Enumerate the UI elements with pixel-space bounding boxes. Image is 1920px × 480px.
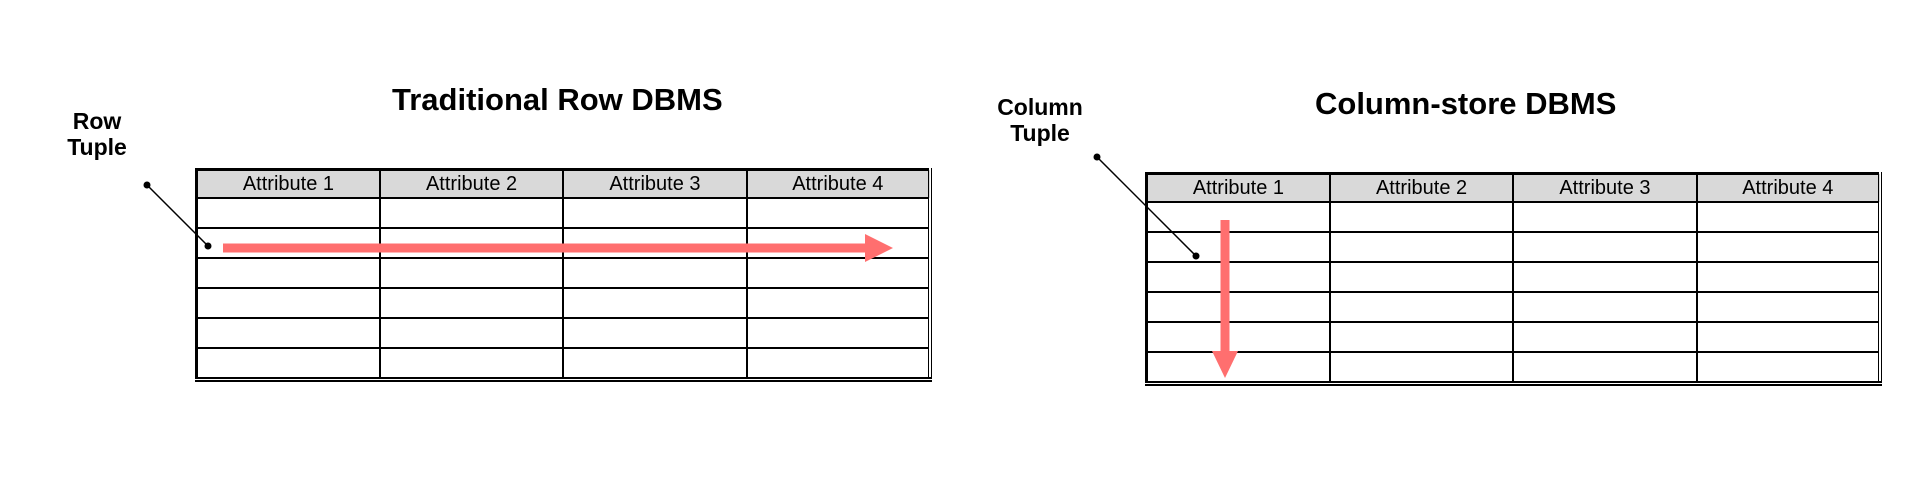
column-store-table-cell <box>1145 231 1331 263</box>
row-dbms-table-cell <box>562 257 748 289</box>
row-dbms-table-cell <box>378 287 565 319</box>
row-dbms-table-cell <box>745 287 932 319</box>
row-dbms-header-attribute-2: Attribute 2 <box>378 168 565 199</box>
row-dbms-table-cell <box>745 317 932 349</box>
column-store-table-cell <box>1328 321 1515 353</box>
column-tuple-callout-line-2: Tuple <box>1010 120 1070 146</box>
column-store-table-cell <box>1328 201 1515 233</box>
column-store-table-row <box>1145 351 1882 385</box>
row-dbms-table-cell <box>195 227 381 259</box>
row-dbms-table-row <box>195 287 932 319</box>
column-store-table-cell <box>1512 231 1698 263</box>
column-store-table-body <box>1145 201 1882 385</box>
column-store-table-cell <box>1695 261 1882 293</box>
row-dbms-table-cell <box>745 227 932 259</box>
column-store-header-row: Attribute 1 Attribute 2 Attribute 3 Attr… <box>1145 172 1882 203</box>
column-tuple-callout-line-1: Column <box>997 94 1083 120</box>
row-dbms-table-row <box>195 257 932 289</box>
row-dbms-table-cell <box>745 257 932 289</box>
row-dbms-header-attribute-1: Attribute 1 <box>195 168 381 199</box>
column-store-header-attribute-3: Attribute 3 <box>1512 172 1698 203</box>
column-tuple-callout: Column Tuple <box>990 94 1090 146</box>
row-dbms-table-cell <box>745 197 932 229</box>
row-dbms-header-attribute-3: Attribute 3 <box>562 168 748 199</box>
row-dbms-table-cell <box>378 257 565 289</box>
column-store-table-cell <box>1145 291 1331 323</box>
row-tuple-leader-dot-start <box>143 181 151 189</box>
row-dbms-title: Traditional Row DBMS <box>392 82 723 117</box>
column-store-table-row <box>1145 231 1882 263</box>
column-store-table-row <box>1145 201 1882 233</box>
row-tuple-callout: Row Tuple <box>62 108 132 160</box>
column-store-table-cell <box>1512 321 1698 353</box>
row-dbms-table-cell <box>195 287 381 319</box>
column-store-table-cell <box>1145 261 1331 293</box>
row-dbms-table-cell <box>378 317 565 349</box>
column-store-table-cell <box>1328 291 1515 323</box>
row-dbms-table-cell <box>562 287 748 319</box>
row-tuple-callout-line-1: Row <box>72 108 122 134</box>
row-dbms-table: Attribute 1 Attribute 2 Attribute 3 Attr… <box>195 168 932 382</box>
column-store-table-cell <box>1145 321 1331 353</box>
row-dbms-table-cell <box>562 227 748 259</box>
row-dbms-header-attribute-4: Attribute 4 <box>745 168 932 199</box>
column-store-table-row <box>1145 261 1882 293</box>
row-dbms-table-row <box>195 317 932 349</box>
row-dbms-table-row <box>195 197 932 229</box>
column-store-table-cell <box>1512 351 1698 385</box>
column-store-dbms-table: Attribute 1 Attribute 2 Attribute 3 Attr… <box>1145 172 1882 386</box>
row-dbms-table-cell <box>378 197 565 229</box>
column-store-table-cell <box>1512 201 1698 233</box>
row-dbms-table-cell <box>562 317 748 349</box>
column-store-table-cell <box>1328 351 1515 385</box>
column-store-table-cell <box>1695 231 1882 263</box>
row-dbms-table-body <box>195 197 932 381</box>
row-dbms-header-row: Attribute 1 Attribute 2 Attribute 3 Attr… <box>195 168 932 199</box>
column-store-table-cell <box>1512 261 1698 293</box>
column-store-table-cell <box>1328 231 1515 263</box>
column-store-table-cell <box>1695 201 1882 233</box>
column-store-table-cell <box>1145 201 1331 233</box>
column-store-header-attribute-1: Attribute 1 <box>1145 172 1331 203</box>
row-dbms-table-cell <box>195 317 381 349</box>
column-store-table-cell <box>1512 291 1698 323</box>
column-tuple-leader-dot-start <box>1093 153 1101 161</box>
row-dbms-table-cell <box>195 347 381 381</box>
column-store-table-cell <box>1695 291 1882 323</box>
row-dbms-table-row <box>195 227 932 259</box>
column-store-header-attribute-4: Attribute 4 <box>1695 172 1882 203</box>
row-dbms-table-cell <box>745 347 932 381</box>
column-store-table-row <box>1145 321 1882 353</box>
row-dbms-table-cell <box>195 197 381 229</box>
row-dbms-table-cell <box>562 197 748 229</box>
column-store-header-attribute-2: Attribute 2 <box>1328 172 1515 203</box>
row-dbms-table-cell <box>562 347 748 381</box>
row-dbms-table-cell <box>378 347 565 381</box>
column-store-table-cell <box>1328 261 1515 293</box>
column-store-table-cell <box>1145 351 1331 385</box>
row-dbms-table-row <box>195 347 932 381</box>
row-dbms-table-cell <box>195 257 381 289</box>
row-tuple-callout-line-2: Tuple <box>67 134 127 160</box>
row-dbms-table-cell <box>378 227 565 259</box>
column-store-table-cell <box>1695 321 1882 353</box>
column-store-table-cell <box>1695 351 1882 385</box>
column-store-dbms-title: Column-store DBMS <box>1315 86 1617 121</box>
column-store-table-row <box>1145 291 1882 323</box>
